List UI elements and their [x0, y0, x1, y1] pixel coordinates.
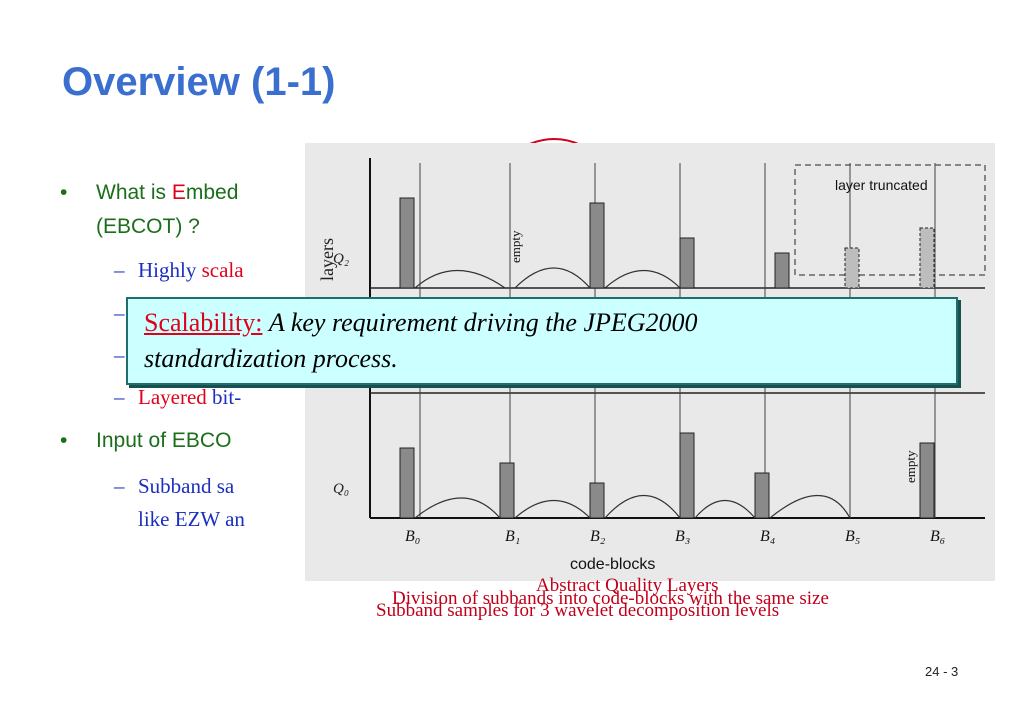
caption-quality-layers: Abstract Quality Layers [536, 575, 719, 596]
svg-text:empty: empty [508, 230, 523, 263]
sub-bullet-subband: –Subband sa [114, 474, 235, 498]
svg-text:code-blocks: code-blocks [570, 556, 655, 573]
svg-text:B₆: B₆ [930, 528, 945, 545]
bullet-text: What is [96, 181, 172, 204]
svg-text:B₃: B₃ [675, 528, 690, 545]
svg-text:layer truncated: layer truncated [835, 177, 928, 193]
svg-text:B₁: B₁ [505, 528, 520, 545]
bullet-text-red: E [171, 181, 186, 204]
svg-text:Q₀: Q₀ [333, 481, 349, 497]
callout-text-1: A key requirement driving the JPEG2000 [268, 308, 698, 337]
svg-text:layers: layers [317, 238, 337, 281]
svg-text:B₀: B₀ [405, 528, 420, 545]
sub-bullet-scalable: –Highly scala [114, 258, 244, 282]
svg-text:empty: empty [903, 450, 918, 483]
slide-title: Overview (1-1) [62, 60, 336, 104]
svg-text:B₂: B₂ [590, 528, 606, 545]
bullet-text-rest: mbed [185, 181, 239, 204]
page-number: 24 - 3 [925, 664, 959, 679]
sub-bullet-subband-line2: like EZW an [138, 507, 245, 531]
caption-subband: Subband samples for 3 wavelet decomposit… [376, 600, 780, 621]
svg-text:B₄: B₄ [760, 528, 775, 545]
svg-text:Q₂: Q₂ [333, 251, 349, 267]
sub-bullet-layered: –Layered bit- [114, 385, 242, 409]
svg-text:B₅: B₅ [845, 528, 860, 545]
scalability-callout: Scalability: A key requirement driving t… [126, 297, 958, 385]
callout-text-2: standardization process. [144, 344, 398, 373]
caption-division: Division of subbands into code-blocks wi… [392, 588, 829, 609]
callout-label: Scalability: [144, 308, 263, 337]
bullet-dot: • [60, 181, 68, 204]
